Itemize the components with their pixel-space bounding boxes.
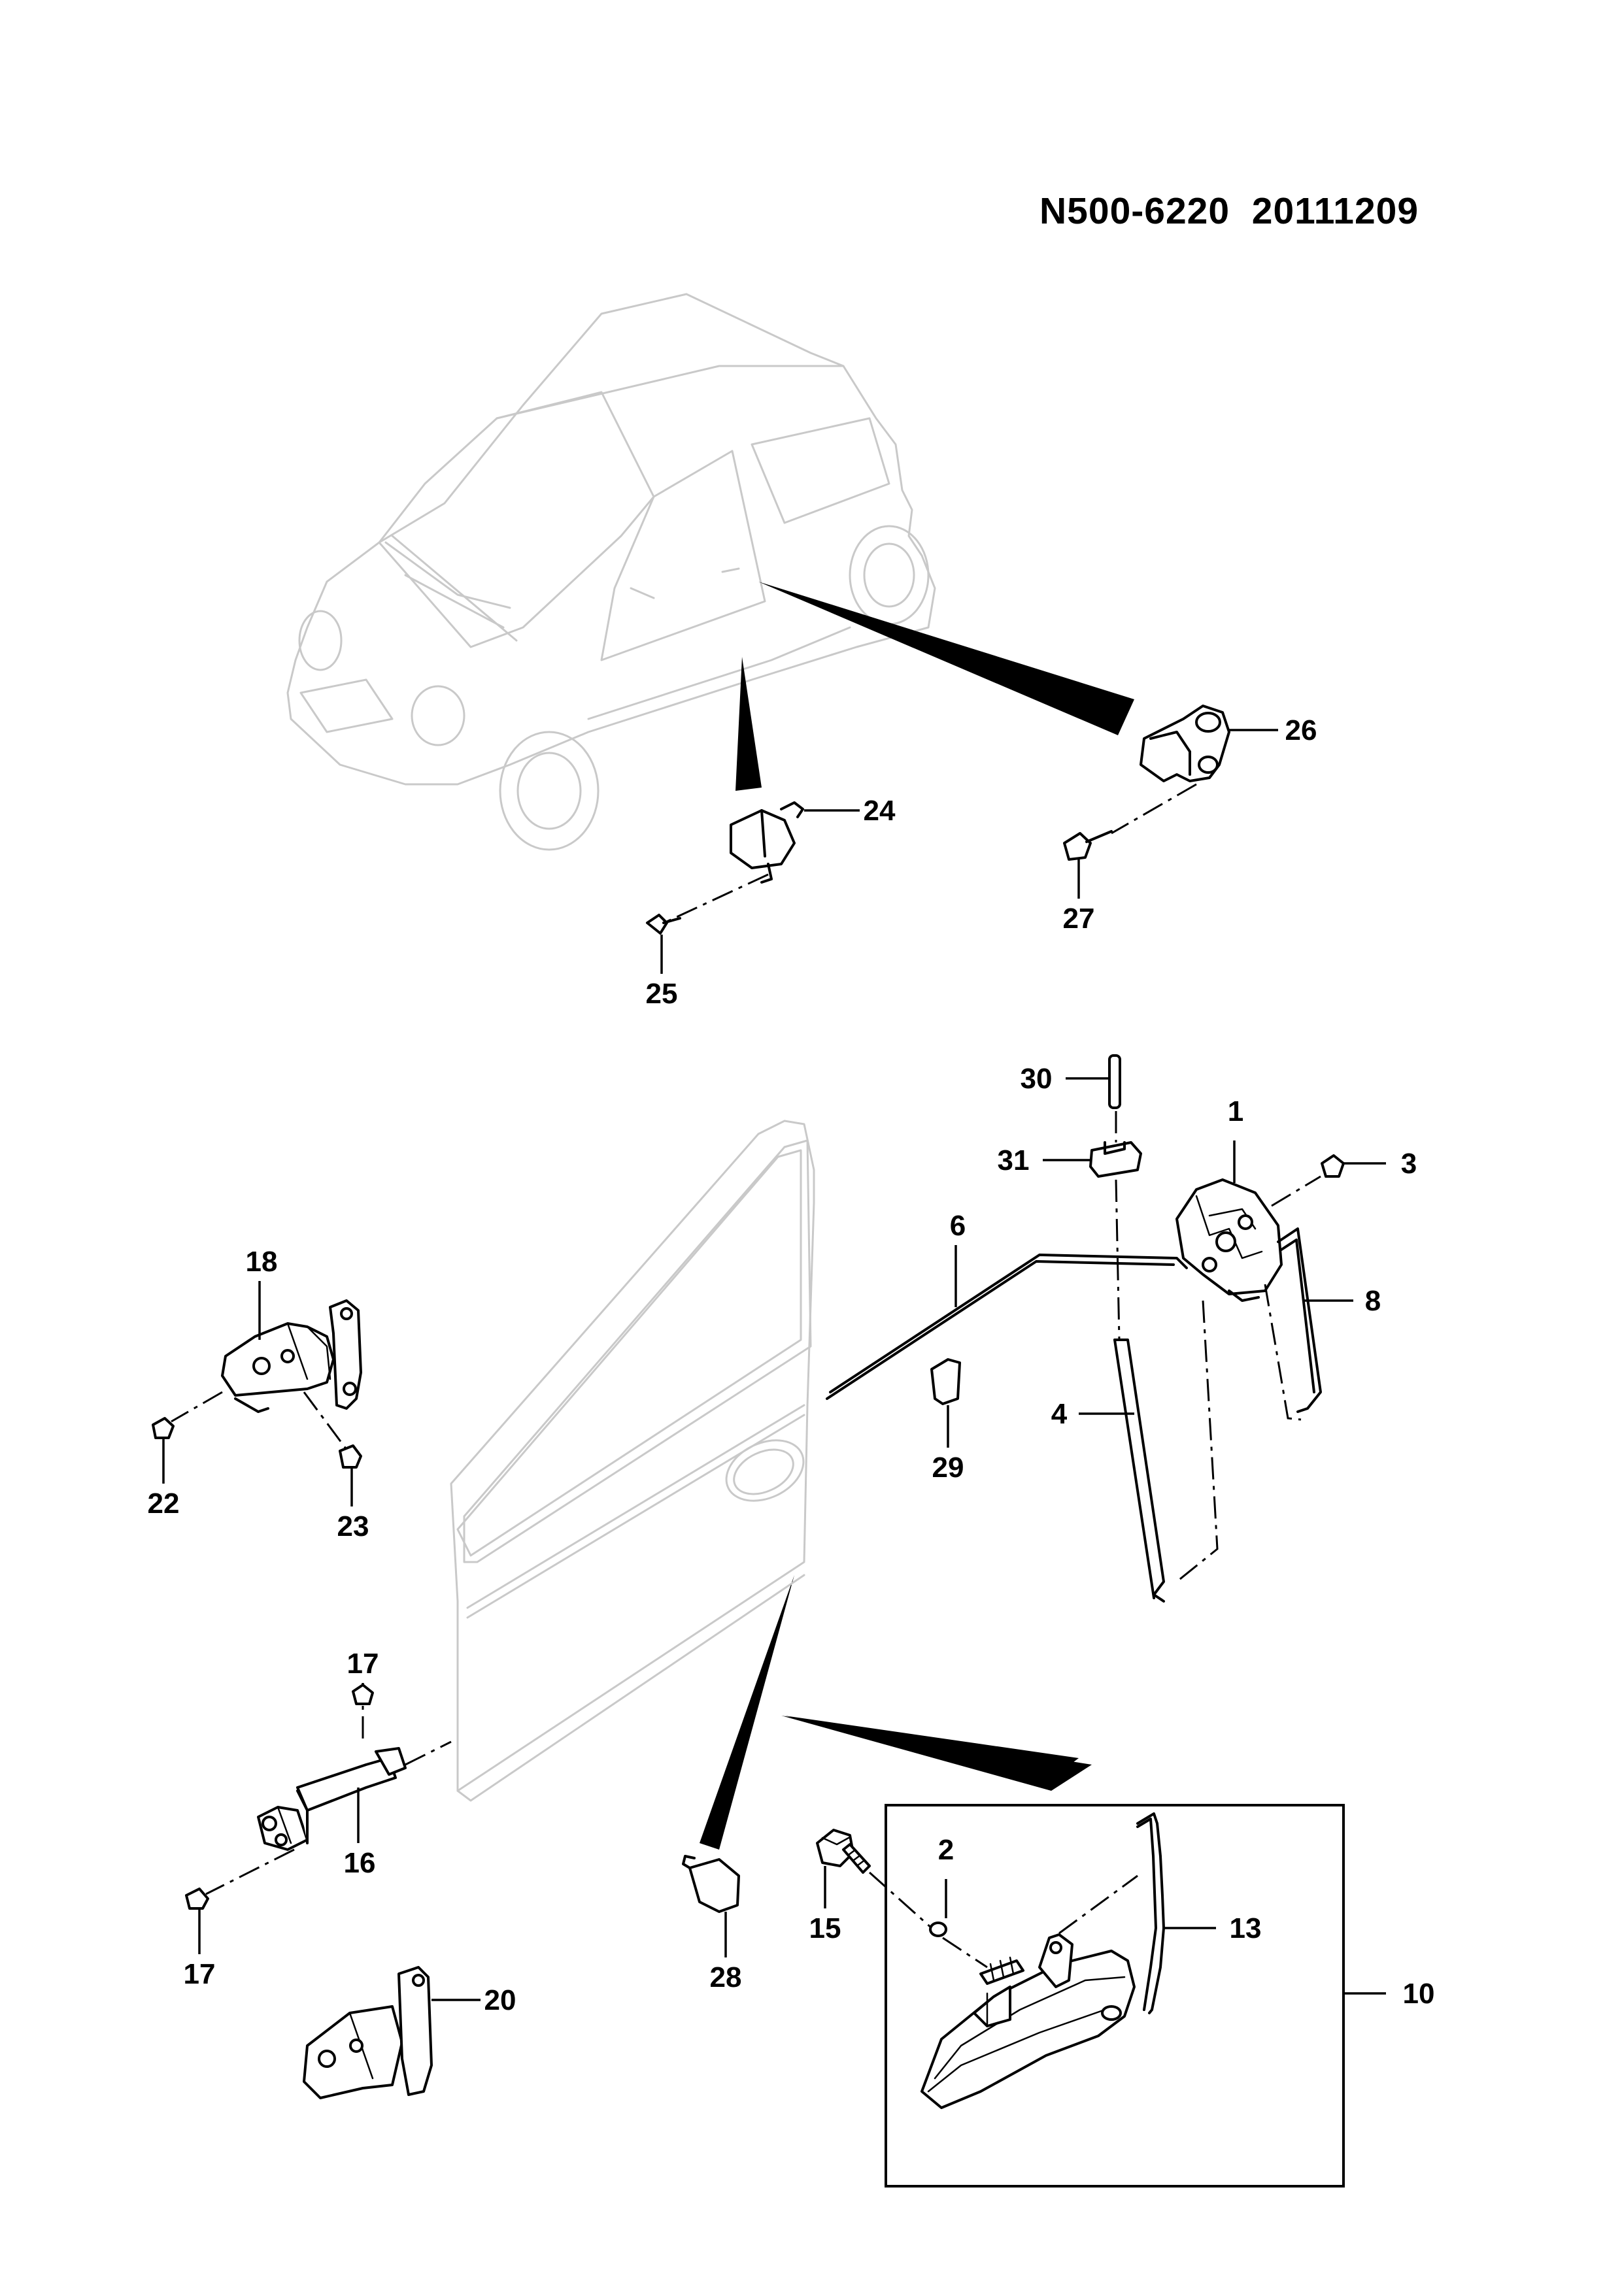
callout-30: 30 — [1021, 1063, 1053, 1095]
alignment-line — [666, 873, 769, 923]
alignment-line — [1264, 1284, 1302, 1421]
callout-1: 1 — [1228, 1095, 1243, 1127]
alignment-line — [1115, 1179, 1121, 1340]
part-20-lower-hinge — [303, 1966, 481, 2099]
alignment-line — [942, 1937, 988, 1969]
callout-4: 4 — [1051, 1398, 1068, 1430]
part-30-pin — [1066, 1054, 1121, 1109]
part-28-bumper — [682, 1855, 740, 1957]
detail-box-10 — [885, 1804, 1386, 2188]
part-15-bolt — [816, 1829, 871, 1908]
door-outline — [450, 1120, 815, 1802]
callout-2: 2 — [938, 1834, 954, 1866]
callout-17-lower: 17 — [184, 1958, 216, 1990]
alignment-line — [1271, 1175, 1321, 1207]
callout-26: 26 — [1285, 714, 1317, 746]
alignment-line — [405, 1740, 452, 1766]
callout-25: 25 — [646, 978, 678, 1010]
part-3-screw — [1321, 1154, 1386, 1178]
part-1-latch — [1175, 1140, 1283, 1302]
callout-18: 18 — [246, 1246, 278, 1278]
alignment-line — [1176, 1300, 1219, 1583]
part-31-knob — [1043, 1141, 1142, 1178]
part-8-rod — [1277, 1227, 1353, 1413]
callout-31: 31 — [998, 1144, 1030, 1176]
callout-20: 20 — [484, 1984, 516, 2016]
callout-3: 3 — [1401, 1148, 1417, 1180]
part-26-striker — [1140, 705, 1278, 782]
part-13-rod — [1136, 1812, 1216, 2014]
vehicle-outline — [286, 293, 936, 851]
callout-29: 29 — [932, 1452, 964, 1484]
part-24-door-switch — [730, 801, 860, 884]
callout-23: 23 — [337, 1510, 369, 1542]
part-25-screw — [646, 914, 681, 974]
part-29-pad — [930, 1358, 961, 1448]
diagram-code: N500-6220 — [1039, 190, 1230, 232]
callout-28: 28 — [710, 1961, 742, 1993]
callout-24: 24 — [864, 795, 896, 827]
part-16-door-checker — [257, 1747, 407, 1851]
callout-17-upper: 17 — [347, 1648, 379, 1680]
alignment-line — [1111, 783, 1197, 835]
alignment-line — [303, 1391, 346, 1448]
callout-15: 15 — [809, 1912, 841, 1944]
alignment-line — [171, 1391, 223, 1423]
part-2-washer — [929, 1879, 947, 1937]
callout-8: 8 — [1365, 1285, 1381, 1317]
part-10-door-handle — [921, 1933, 1136, 2109]
callout-27: 27 — [1063, 903, 1095, 935]
part-27-screw — [1063, 830, 1113, 899]
part-17-screw-lower — [185, 1888, 209, 1954]
part-6-rod — [826, 1245, 1188, 1400]
callout-6: 6 — [950, 1210, 966, 1242]
part-17-screw-upper — [352, 1683, 374, 1705]
part-18-upper-hinge — [221, 1281, 362, 1413]
part-23-screw — [339, 1444, 362, 1506]
alignment-line — [205, 1848, 295, 1895]
callout-16: 16 — [344, 1847, 376, 1879]
callout-13: 13 — [1230, 1912, 1262, 1944]
alignment-line — [868, 1871, 933, 1929]
part-4-rod — [1079, 1339, 1165, 1603]
diagram-date: 20111209 — [1251, 190, 1419, 232]
callout-10: 10 — [1403, 1978, 1435, 2010]
callout-wedges — [700, 582, 1134, 1850]
alignment-line — [1058, 1874, 1138, 1935]
diagram-header: N500-6220 20111209 — [1039, 190, 1419, 233]
part-22-screw — [152, 1417, 175, 1484]
callout-labels: 1 2 3 4 6 8 10 13 15 16 17 17 18 20 22 2… — [148, 714, 1435, 2016]
callout-22: 22 — [148, 1488, 180, 1520]
